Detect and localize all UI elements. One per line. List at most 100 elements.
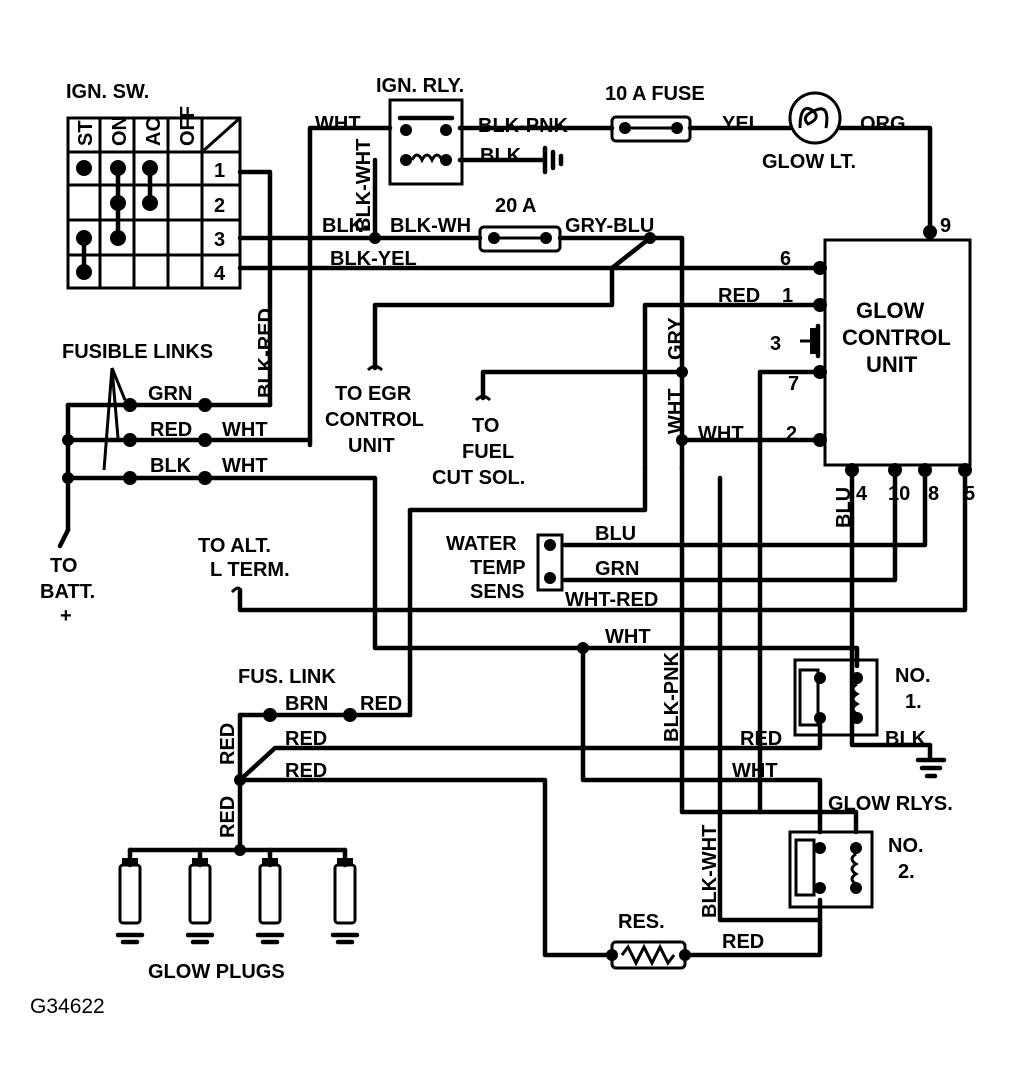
glow-relay-1: NO. 1.	[793, 658, 931, 737]
gcu-pin-4: 4	[856, 483, 868, 505]
glow-control-unit: GLOW CONTROL UNIT 9 6 1 3 7 2 4 10 8 5	[770, 215, 975, 505]
wire-red-fus: RED	[360, 693, 402, 715]
wire-gry: GRY	[665, 317, 687, 360]
glow-plugs: GLOW PLUGS	[115, 858, 360, 983]
wire-labels: WHT BLK-PNK YEL ORG BLK BLK-WHT BLK- BLK…	[148, 113, 927, 953]
wire-blk-wht-vert: BLK-WHT	[353, 139, 375, 232]
gcu-pin-9: 9	[940, 215, 951, 237]
gcu-pin-3: 3	[770, 333, 781, 355]
glow-rlys-label: GLOW RLYS.	[828, 793, 953, 815]
fusible-links: FUSIBLE LINKS	[62, 341, 213, 471]
glow-plug-3	[255, 858, 285, 945]
wire-wht-red: WHT-RED	[565, 589, 658, 611]
gcu-pin-1: 1	[782, 285, 793, 307]
wire-red-gcu1: RED	[718, 285, 760, 307]
fuse-20a: 20 A	[478, 195, 562, 253]
resistor: RES.	[606, 911, 691, 970]
wire-wht-mid: WHT	[605, 626, 651, 648]
ign-sw-pos-off: OFF	[177, 106, 199, 146]
wire-red-vert1: RED	[217, 723, 239, 765]
figure-code: G34622	[30, 995, 105, 1018]
gcu-pin-6: 6	[780, 248, 791, 270]
wire-red-vert2: RED	[217, 796, 239, 838]
glow-rly-1-no: NO.	[895, 665, 931, 687]
ign-sw-term-3: 3	[214, 229, 225, 251]
wire-red-fl: RED	[150, 419, 192, 441]
water-temp-label-3: SENS	[470, 581, 524, 603]
to-alt-1: TO ALT.	[198, 535, 271, 557]
ign-sw-pos-ac: AC	[143, 117, 165, 146]
wire-wht-fl: WHT	[222, 419, 268, 441]
wire-wht-gcu2: WHT	[698, 423, 744, 445]
gcu-pin-8: 8	[928, 483, 939, 505]
wire-grn-sensor: GRN	[595, 558, 639, 580]
ign-sw-pos-st: ST	[75, 120, 97, 146]
to-egr-3: UNIT	[348, 435, 395, 457]
wire-wht-rly: WHT	[732, 760, 778, 782]
wire-red-a: RED	[285, 728, 327, 750]
wire-blk-wh: BLK-WH	[390, 215, 471, 237]
ign-sw-term-4: 4	[214, 263, 226, 285]
gcu-pin-7: 7	[788, 373, 799, 395]
to-egr: TO EGR CONTROL UNIT	[325, 365, 424, 457]
wire-blk-yel: BLK-YEL	[330, 248, 417, 270]
wire-blk-fl: BLK	[150, 455, 192, 477]
ign-sw-term-2: 2	[214, 195, 225, 217]
wire-gry-blu: GRY-BLU	[565, 215, 654, 237]
fuse-10a: 10 A FUSE	[605, 83, 705, 143]
wire-blu-gcu4: BLU	[833, 487, 855, 528]
wire-blk-pnk-vert: BLK-PNK	[661, 651, 683, 742]
glow-plug-4	[330, 858, 360, 945]
gcu-label-1: GLOW	[856, 298, 925, 323]
ground-icon-relay	[915, 757, 947, 779]
to-fuel-cut: TO FUEL CUT SOL.	[432, 395, 525, 489]
ignition-switch: IGN. SW. ST ON AC OFF 1 2 3 4	[66, 81, 242, 290]
glow-plug-1	[115, 858, 145, 945]
to-battery: TO BATT. +	[40, 527, 95, 627]
wire-org: ORG	[860, 113, 906, 135]
wire-blk-wht-low: BLK-WHT	[699, 825, 721, 918]
wire-blk-pnk-top: BLK-PNK	[478, 115, 569, 137]
wire-red-res: RED	[722, 931, 764, 953]
gcu-pin-10: 10	[888, 483, 910, 505]
wire-grn-fl: GRN	[148, 383, 192, 405]
water-temp-label-2: TEMP	[470, 557, 526, 579]
gcu-label-3: UNIT	[866, 352, 918, 377]
to-egr-2: CONTROL	[325, 409, 424, 431]
ground-icon	[542, 145, 564, 175]
wires	[65, 125, 968, 958]
fuse-20a-title: 20 A	[495, 195, 537, 217]
to-fuel-1: TO	[472, 415, 499, 437]
wire-yel: YEL	[722, 113, 761, 135]
wire-blk-gnd: BLK	[885, 728, 927, 750]
to-fuel-3: CUT SOL.	[432, 467, 525, 489]
glow-lt-label: GLOW LT.	[762, 151, 856, 173]
wire-brn: BRN	[285, 693, 328, 715]
gcu-pin-5: 5	[964, 483, 975, 505]
gcu-label-2: CONTROL	[842, 325, 951, 350]
glow-relay-2: NO. 2.	[788, 830, 924, 909]
to-batt-1: TO	[50, 555, 77, 577]
ign-rly-title: IGN. RLY.	[376, 75, 464, 97]
wire-red-rly: RED	[740, 728, 782, 750]
glow-rly-2-no: NO.	[888, 835, 924, 857]
ign-sw-title: IGN. SW.	[66, 81, 149, 103]
wire-blk-left: BLK-	[322, 215, 370, 237]
water-temp-sensor: WATER TEMP SENS	[446, 533, 564, 603]
ign-sw-term-1: 1	[214, 160, 225, 182]
fusible-links-label: FUSIBLE LINKS	[62, 341, 213, 363]
glow-rly-2-num: 2.	[898, 861, 915, 883]
glow-lamp: GLOW LT.	[762, 91, 856, 173]
wire-blk-red: BLK-RED	[255, 308, 277, 398]
to-batt-3: +	[60, 605, 72, 627]
to-fuel-2: FUEL	[462, 441, 514, 463]
to-batt-2: BATT.	[40, 581, 95, 603]
glow-plugs-label: GLOW PLUGS	[148, 961, 285, 983]
to-alt-2: L TERM.	[210, 559, 290, 581]
wire-blk-rly: BLK	[480, 145, 522, 167]
ignition-relay: IGN. RLY.	[376, 75, 464, 186]
wire-wht-top: WHT	[315, 113, 361, 135]
junction-dots	[62, 225, 937, 856]
res-label: RES.	[618, 911, 665, 933]
